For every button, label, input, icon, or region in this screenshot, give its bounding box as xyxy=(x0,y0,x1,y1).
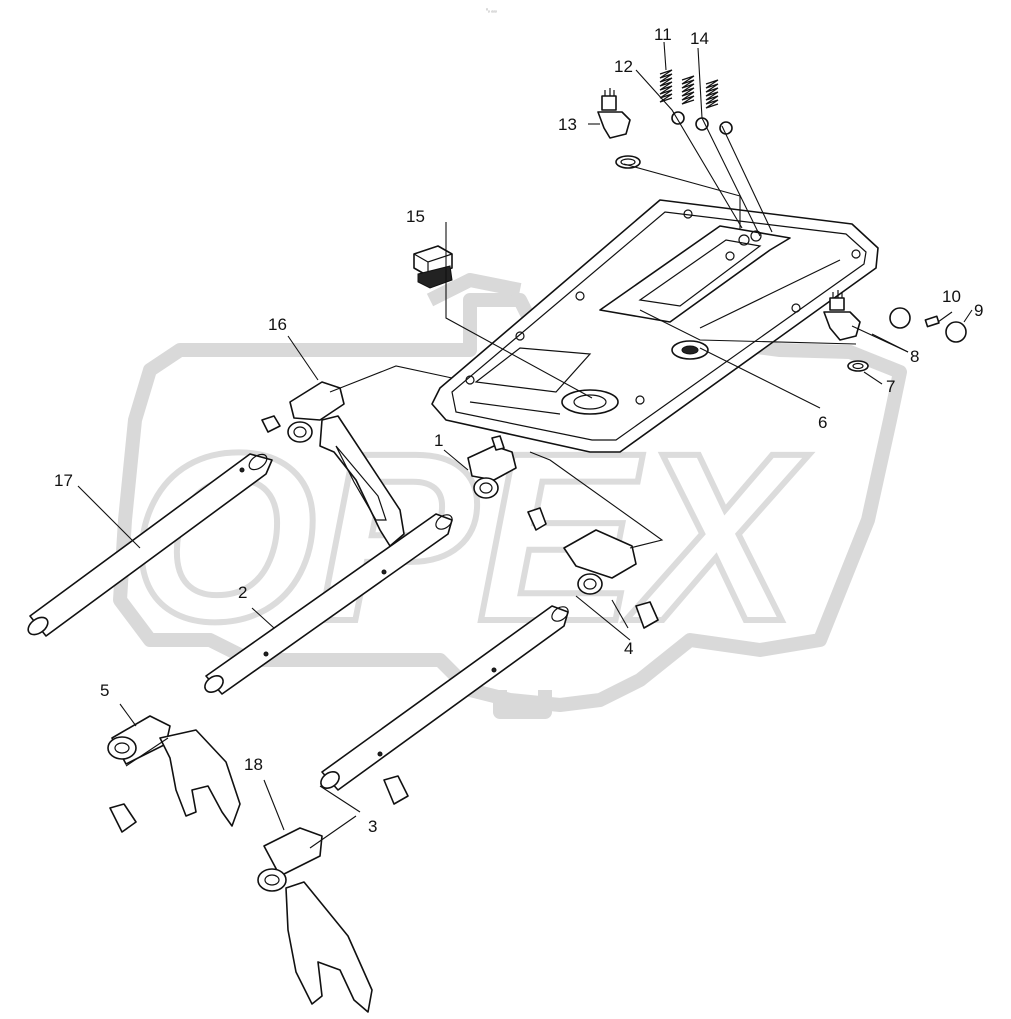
switch-sensor-8 xyxy=(823,290,967,372)
callout-3: 3 xyxy=(368,817,377,836)
callout-14: 14 xyxy=(690,29,709,48)
leader-lines xyxy=(77,41,973,849)
callout-17: 17 xyxy=(54,471,73,490)
shift-rail-2 xyxy=(204,513,453,695)
callout-2: 2 xyxy=(238,583,247,602)
callout-15: 15 xyxy=(406,207,425,226)
callout-7: 7 xyxy=(886,377,895,396)
callout-13: 13 xyxy=(558,115,577,134)
callout-4: 4 xyxy=(624,639,633,658)
callout-16: 16 xyxy=(268,315,287,334)
callout-5: 5 xyxy=(100,681,109,700)
shift-fork-18 xyxy=(257,775,409,1013)
watermark-text: OPEX xyxy=(130,403,810,671)
shift-fork-1 xyxy=(467,435,547,531)
shift-fork-4 xyxy=(563,529,659,629)
detent-ball xyxy=(719,121,733,135)
callout-1: 1 xyxy=(434,431,443,450)
drain-plug-15 xyxy=(413,245,453,289)
cover-plate xyxy=(431,199,879,453)
shift-rail-17 xyxy=(27,453,273,637)
callout-6: 6 xyxy=(818,413,827,432)
callout-10: 10 xyxy=(942,287,961,306)
callout-18: 18 xyxy=(244,755,263,774)
callout-11: 11 xyxy=(654,25,672,44)
detent-ball xyxy=(695,117,709,131)
callout-12: 12 xyxy=(614,57,633,76)
callout-9: 9 xyxy=(974,301,983,320)
header-mark: ⁰ₒ ₒₒₒ xyxy=(486,8,497,14)
shift-rail-3 xyxy=(320,605,569,791)
shift-fork-5 xyxy=(107,715,241,833)
switch-sensor-13 xyxy=(597,88,641,169)
detent-springs xyxy=(659,69,733,135)
callout-8: 8 xyxy=(910,347,919,366)
